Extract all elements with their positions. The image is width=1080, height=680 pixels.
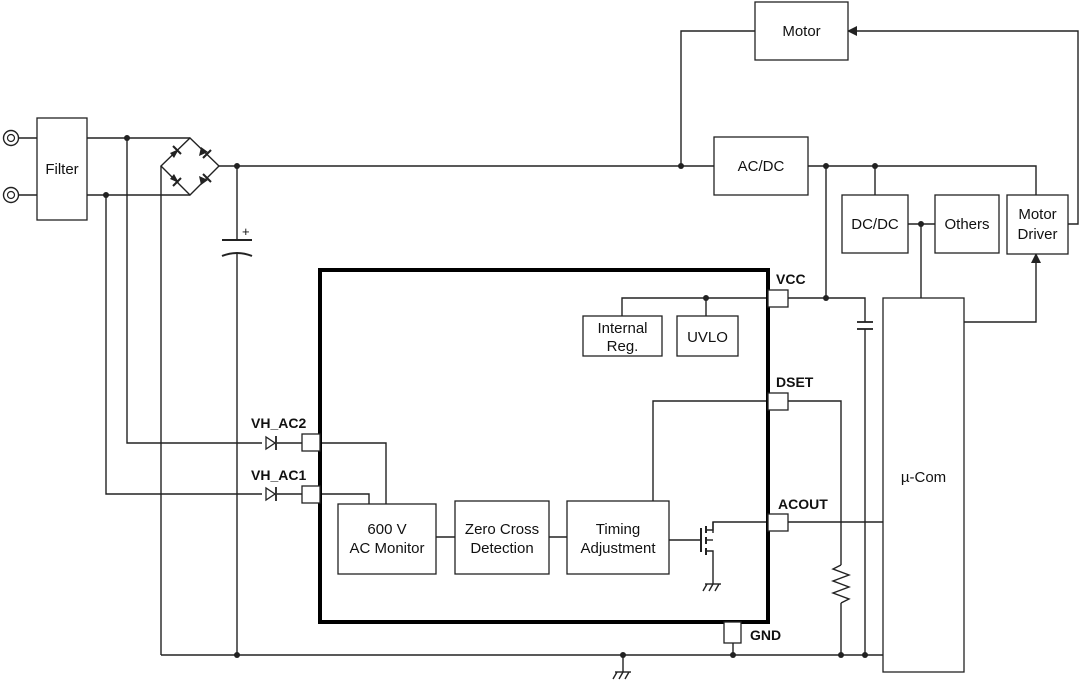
- vh-ac2-diode: [265, 435, 277, 451]
- ac-monitor-block: 600 V AC Monitor: [337, 503, 437, 575]
- motor-driver-label-2: Driver: [1018, 226, 1058, 243]
- capacitor-plus-label: +: [242, 224, 250, 239]
- gnd-pin: [723, 621, 742, 644]
- junction-dots: [103, 135, 924, 658]
- uvlo-block: UVLO: [676, 315, 739, 357]
- dset-pin: [767, 392, 789, 411]
- wiring: [19, 26, 1079, 680]
- timing-label-1: Timing: [596, 521, 640, 538]
- vh-ac2-pin: [301, 433, 321, 452]
- ucom-block: µ-Com: [882, 297, 965, 673]
- gnd-pin-label: GND: [750, 627, 781, 643]
- timing-block: Timing Adjustment: [566, 500, 670, 575]
- others-label: Others: [944, 216, 989, 233]
- timing-label-2: Adjustment: [580, 540, 656, 557]
- bridge-rectifier: [170, 145, 212, 187]
- dcdc-label: DC/DC: [851, 216, 899, 233]
- zero-cross-label-1: Zero Cross: [465, 521, 539, 538]
- vcc-pin-label: VCC: [776, 271, 806, 287]
- internal-reg-label-1: Internal: [597, 320, 647, 337]
- dcdc-block: DC/DC: [841, 194, 909, 254]
- internal-reg-block: Internal Reg.: [582, 315, 663, 357]
- uvlo-label: UVLO: [687, 329, 728, 346]
- others-block: Others: [934, 194, 1000, 254]
- vh-ac2-pin-label: VH_AC2: [251, 415, 306, 431]
- motor-driver-label-1: Motor: [1018, 206, 1056, 223]
- ac-input-terminal-1: [2, 129, 20, 147]
- zero-cross-block: Zero Cross Detection: [454, 500, 550, 575]
- filter-block: Filter: [36, 117, 88, 221]
- acdc-label: AC/DC: [738, 158, 785, 175]
- zero-cross-label-2: Detection: [470, 540, 533, 557]
- vh-ac1-pin-label: VH_AC1: [251, 467, 306, 483]
- ac-monitor-label-2: AC Monitor: [349, 540, 424, 557]
- vh-ac1-pin: [301, 485, 321, 504]
- acout-pin-label: ACOUT: [778, 496, 828, 512]
- motor-label: Motor: [782, 23, 820, 40]
- acdc-block: AC/DC: [713, 136, 809, 196]
- acout-pin: [767, 513, 789, 532]
- motor-driver-block: Motor Driver: [1006, 194, 1069, 255]
- ac-monitor-label-1: 600 V: [367, 521, 406, 538]
- vcc-pin: [767, 289, 789, 308]
- dset-pin-label: DSET: [776, 374, 814, 390]
- internal-reg-label-2: Reg.: [607, 338, 639, 355]
- ucom-label: µ-Com: [901, 469, 946, 486]
- filter-label: Filter: [45, 161, 78, 178]
- vh-ac1-diode: [265, 486, 277, 502]
- motor-block: Motor: [754, 1, 849, 61]
- ac-input-terminal-2: [2, 186, 20, 204]
